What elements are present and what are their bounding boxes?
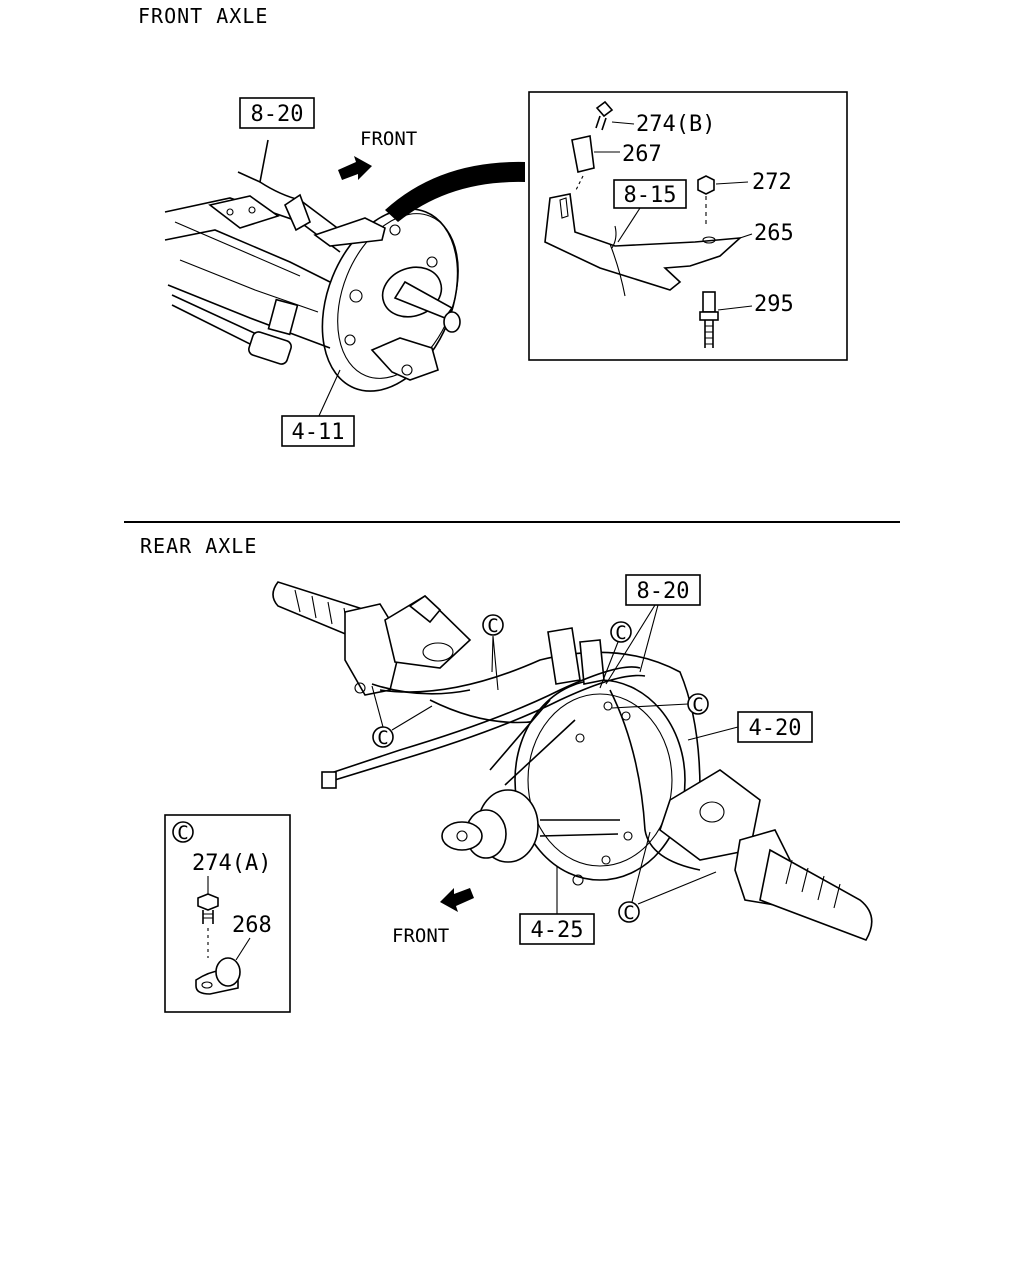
callout-c-5-label: C xyxy=(623,902,634,924)
front-detail-inset xyxy=(528,91,848,361)
rear-axle-illustration xyxy=(272,581,873,941)
part-265[interactable]: 265 xyxy=(754,221,794,246)
front-direction-label: FRONT xyxy=(360,128,417,150)
ref-4-20[interactable]: 4-20 xyxy=(749,716,802,741)
part-272[interactable]: 272 xyxy=(752,170,792,195)
ref-box-4-25[interactable] xyxy=(519,913,595,945)
rear-detail-c-inset xyxy=(164,814,291,1013)
part-295[interactable]: 295 xyxy=(754,292,794,317)
front-inset-parts xyxy=(544,100,753,348)
rear-direction-arrow-icon xyxy=(440,888,474,912)
rear-direction-label: FRONT xyxy=(392,925,449,947)
ref-8-20-rear[interactable]: 8-20 xyxy=(637,579,690,604)
detail-c-marker xyxy=(172,821,194,843)
front-axle-illustration xyxy=(164,139,525,392)
front-axle-title: FRONT AXLE xyxy=(138,4,269,28)
callout-c-2-label: C xyxy=(615,622,626,644)
rear-axle-title: REAR AXLE xyxy=(140,534,258,558)
callout-c-1 xyxy=(482,614,504,636)
part-274B[interactable]: 274(B) xyxy=(636,112,715,137)
ref-box-8-15[interactable] xyxy=(613,179,687,209)
part-268[interactable]: 268 xyxy=(232,913,272,938)
detail-c-marker-label: C xyxy=(177,822,188,844)
callout-c-4-label: C xyxy=(377,727,388,749)
callout-c-5 xyxy=(618,901,640,923)
ref-4-11[interactable]: 4-11 xyxy=(292,420,345,445)
ref-8-15[interactable]: 8-15 xyxy=(624,183,677,208)
detail-c-parts xyxy=(195,876,251,995)
part-274A[interactable]: 274(A) xyxy=(192,851,271,876)
ref-box-8-20-front[interactable] xyxy=(239,97,315,129)
callout-c-2 xyxy=(610,621,632,643)
rear-c-callouts: C C C C C xyxy=(371,614,717,924)
ref-4-25[interactable]: 4-25 xyxy=(531,918,584,943)
callout-c-3-label: C xyxy=(692,694,703,716)
callout-c-1-label: C xyxy=(487,615,498,637)
ref-box-4-11[interactable] xyxy=(281,415,355,447)
part-267[interactable]: 267 xyxy=(622,142,662,167)
ref-8-20-front[interactable]: 8-20 xyxy=(251,102,304,127)
ref-box-8-20-rear[interactable] xyxy=(625,574,701,606)
front-direction-arrow-icon xyxy=(338,156,372,180)
